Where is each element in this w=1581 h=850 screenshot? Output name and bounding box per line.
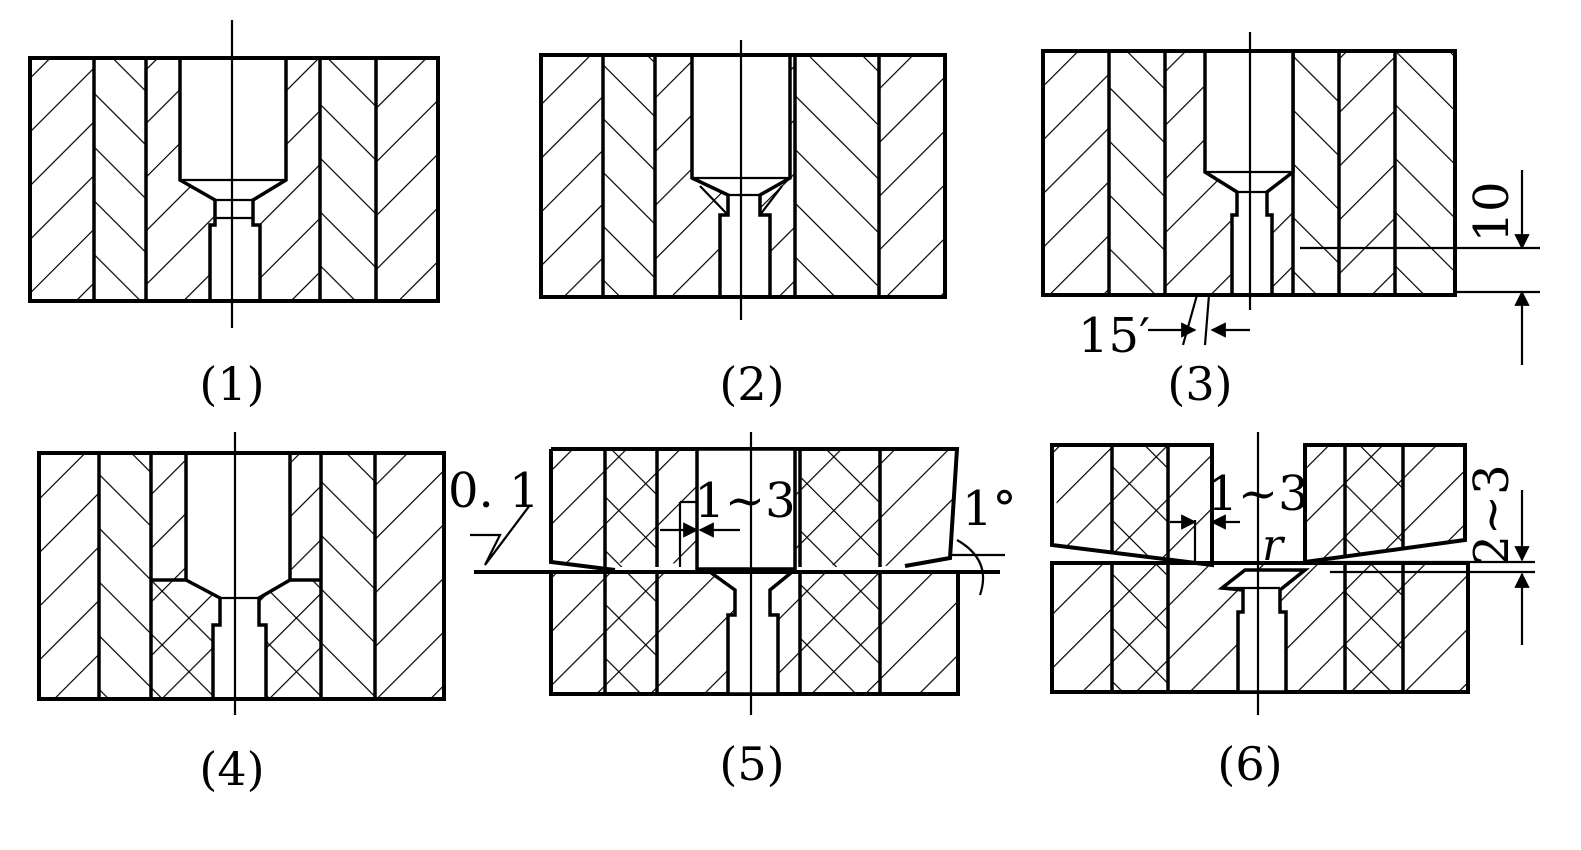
dim-angle-15: 15′ [1078,308,1150,364]
die-section-hatch [94,58,146,301]
panel-1: (1) [28,20,440,411]
dim-roughness: 0. 1 [448,463,540,519]
dim-gap-1-3: 1~3 [1207,466,1308,522]
roughness-symbol [470,504,531,566]
die-section-hatch [376,58,438,301]
dim-gap-1-3: 1~3 [694,473,795,529]
caption-5: (5) [719,737,784,791]
dim-depth-10: 10 [1464,181,1520,242]
caption-1: (1) [199,357,264,411]
die-block-outline [37,451,446,701]
caption-4: (4) [199,742,264,796]
dim-radius-r: r [1262,520,1286,571]
upper-die-outline [1303,443,1467,565]
panel-5: 1~3 0. 1 1° (5) [448,432,1017,791]
panel-4: (4) [37,432,446,796]
die-block-outline [28,56,440,303]
panel-2: (2) [539,40,947,411]
panel-6: 1~3 r 2~3 (6) [1050,432,1535,791]
die-block-outline [539,53,947,299]
die-section-hatch [30,58,94,301]
dim-angle-1deg: 1° [962,481,1017,537]
lower-cavity [1217,568,1310,694]
caption-2: (2) [719,357,784,411]
panel-3: 10 15′ (3) [1041,32,1540,411]
upper-cavity [695,447,797,571]
die-section-hatch [320,58,376,301]
caption-6: (6) [1217,737,1282,791]
dim-clearance-2-3: 2~3 [1464,464,1520,565]
caption-3: (3) [1167,357,1232,411]
